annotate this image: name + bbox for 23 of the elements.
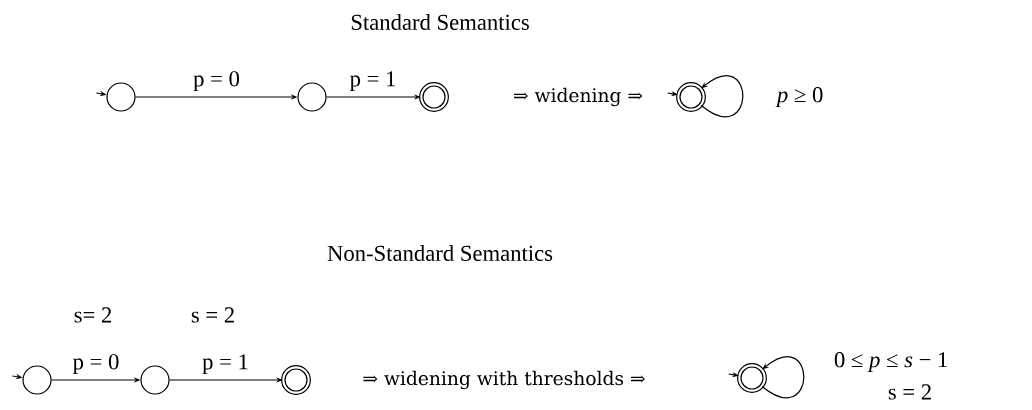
state-circle bbox=[297, 82, 327, 112]
edge-label: p = 1 bbox=[348, 69, 398, 93]
state-circle bbox=[106, 82, 136, 112]
accepting-state bbox=[281, 365, 311, 395]
edge-label: 0 ≤ p ≤ s − 1 bbox=[834, 352, 948, 372]
guard-label: s= 2 bbox=[74, 307, 112, 323]
loop-arrow bbox=[700, 75, 744, 118]
heading: Non-Standard Semantics bbox=[327, 245, 553, 261]
state-circle bbox=[140, 365, 170, 395]
edge-label: p = 0 bbox=[71, 352, 121, 376]
edge-label: p ≥ 0 bbox=[775, 87, 823, 107]
step-label: ⇒ widening with thresholds ⇒ bbox=[363, 370, 645, 390]
edge-label: p = 0 bbox=[191, 69, 242, 93]
heading: Standard Semantics bbox=[351, 14, 529, 30]
guard-label: s = 2 bbox=[888, 384, 931, 400]
step-label: ⇒ widening ⇒ bbox=[514, 87, 643, 107]
state-circle bbox=[22, 365, 52, 395]
accepting-state bbox=[676, 82, 706, 112]
loop-arrow bbox=[761, 356, 805, 399]
guard-label: s = 2 bbox=[191, 307, 234, 323]
accepting-state bbox=[737, 363, 767, 393]
accepting-state bbox=[419, 82, 449, 112]
edge-label: p = 1 bbox=[200, 352, 251, 376]
